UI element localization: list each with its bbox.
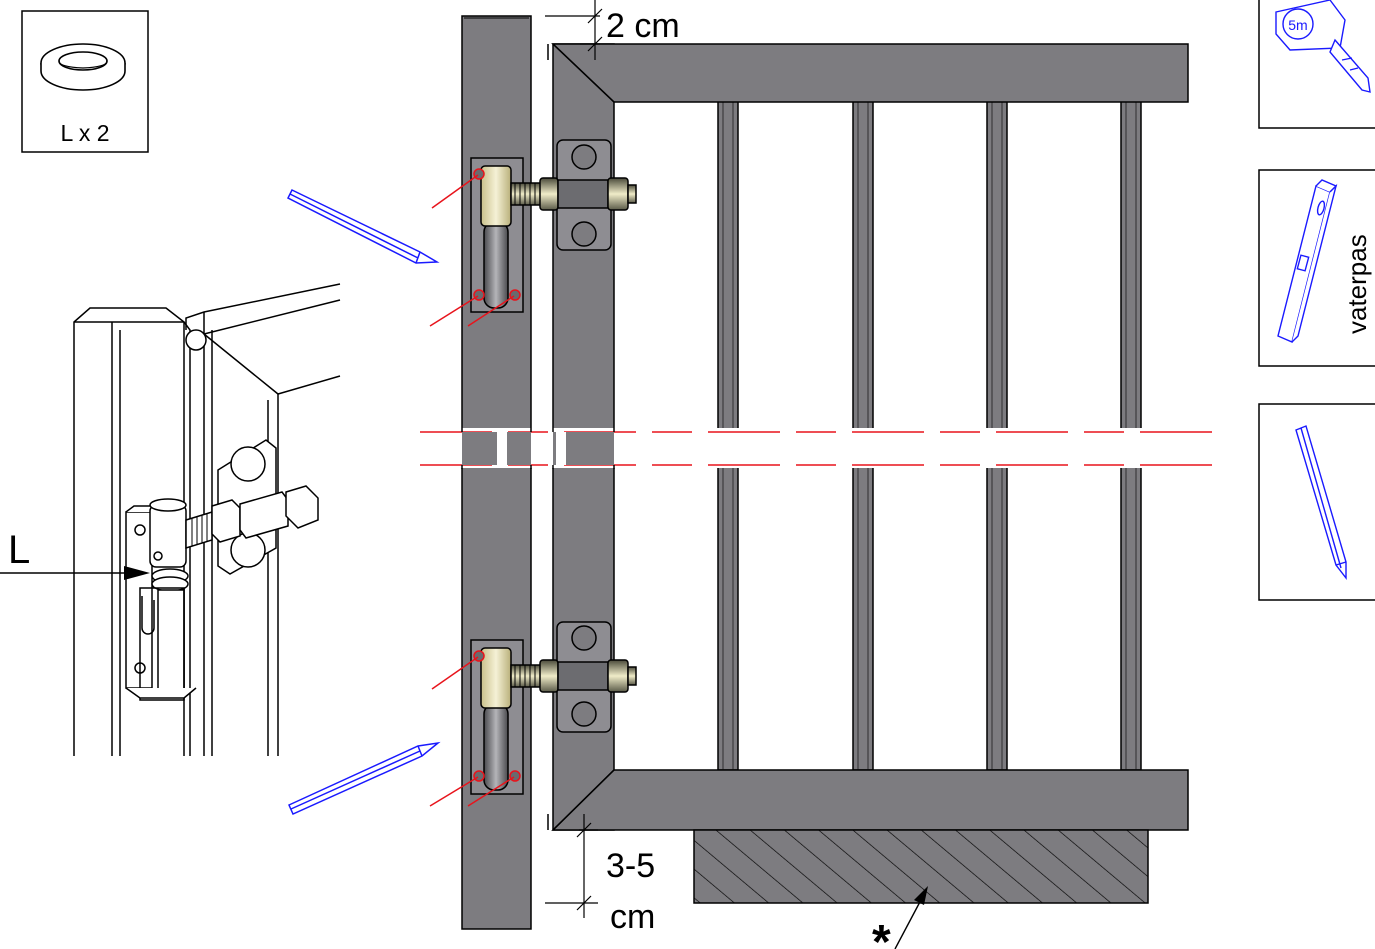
dimension-top	[545, 0, 603, 60]
tape-measure-icon	[1275, 0, 1371, 93]
tool-box-level: vaterpas	[1258, 169, 1375, 367]
pencil-upper	[286, 189, 440, 264]
callout-label: L	[8, 528, 30, 572]
L-callout: L	[0, 528, 150, 580]
support-block	[693, 829, 1149, 904]
footnote-leader: *	[872, 886, 928, 949]
tape-measure-mark: 5m	[1288, 17, 1307, 33]
parts-box: L x 2	[21, 10, 149, 153]
tool-box-pencil	[1258, 403, 1375, 601]
break-lines	[420, 428, 1220, 469]
gate-frame	[547, 43, 1189, 831]
lower-hinge	[470, 621, 637, 795]
tool-box-tape-measure: 5m	[1258, 0, 1375, 129]
parts-box-label: L x 2	[60, 120, 109, 146]
dimension-bottom	[545, 814, 598, 918]
spirit-level-icon	[1277, 179, 1338, 343]
dimension-bottom-label-2: cm	[610, 898, 655, 936]
drill-mark-lines	[429, 174, 515, 807]
washer-icon	[40, 43, 126, 91]
footnote-marker: *	[872, 916, 891, 949]
dimension-bottom-label-1: 3-5	[606, 847, 655, 885]
upper-hinge	[470, 139, 637, 313]
hinge-detail-view	[73, 283, 341, 756]
pencil-lower	[288, 741, 441, 815]
level-label: vaterpas	[1342, 234, 1372, 334]
dimension-top-label: 2 cm	[606, 7, 680, 45]
pencil-icon	[1295, 425, 1347, 581]
